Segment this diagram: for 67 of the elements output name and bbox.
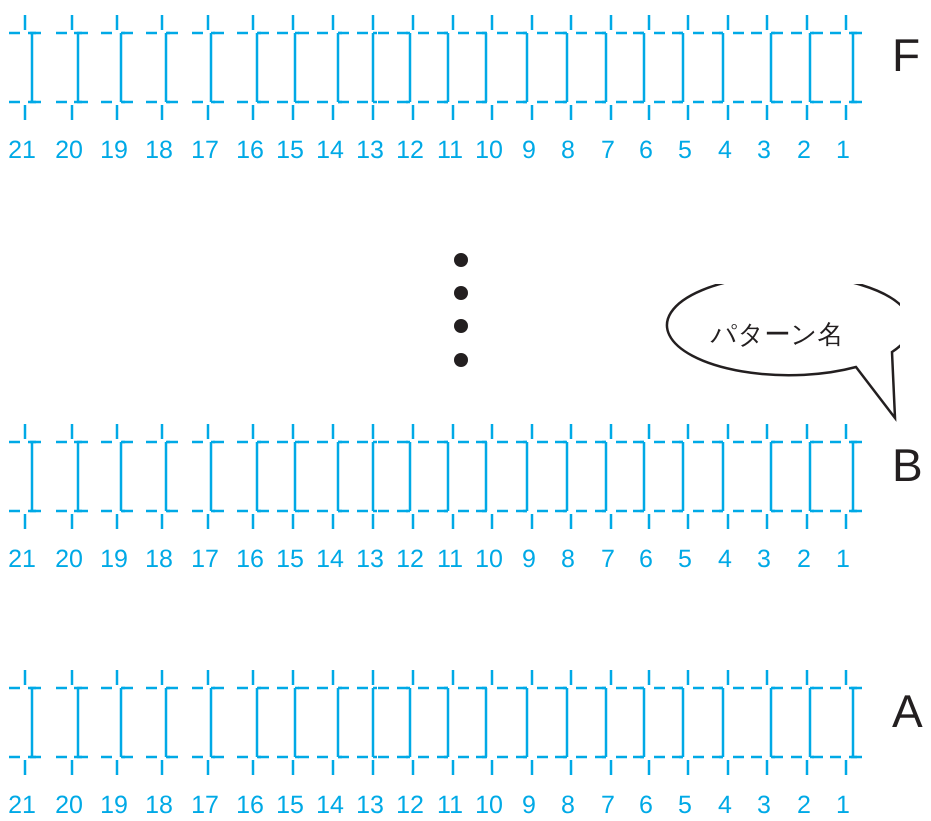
pattern-number: 8 xyxy=(561,135,575,165)
pattern-number: 18 xyxy=(145,135,173,165)
pattern-number: 16 xyxy=(236,135,264,165)
pattern-number: 21 xyxy=(8,544,36,574)
pattern-number: 9 xyxy=(522,790,536,820)
pattern-number: 2 xyxy=(797,790,811,820)
pattern-number: 16 xyxy=(236,544,264,574)
pattern-number: 13 xyxy=(356,135,384,165)
pattern-number: 10 xyxy=(475,135,503,165)
row-letter: F xyxy=(892,30,920,80)
pattern-number: 1 xyxy=(836,544,850,574)
pattern-number: 15 xyxy=(276,790,304,820)
row-letter: A xyxy=(892,686,923,736)
pattern-number: 6 xyxy=(639,790,653,820)
pattern-number: 5 xyxy=(678,790,692,820)
pattern-number: 9 xyxy=(522,135,536,165)
pattern-number: 2 xyxy=(797,135,811,165)
pattern-number: 3 xyxy=(757,544,771,574)
pattern-number: 11 xyxy=(437,135,463,165)
pattern-number: 9 xyxy=(522,544,536,574)
pattern-number: 5 xyxy=(678,544,692,574)
pattern-number: 7 xyxy=(601,135,615,165)
pattern-number: 7 xyxy=(601,790,615,820)
pattern-number: 15 xyxy=(276,135,304,165)
pattern-number: 17 xyxy=(191,544,219,574)
pattern-number: 3 xyxy=(757,135,771,165)
pattern-number: 12 xyxy=(396,135,424,165)
pattern-number: 6 xyxy=(639,135,653,165)
pattern-number: 20 xyxy=(55,790,83,820)
pattern-number: 13 xyxy=(356,790,384,820)
pattern-number: 2 xyxy=(797,544,811,574)
pattern-number: 8 xyxy=(561,544,575,574)
pattern-number: 11 xyxy=(437,544,463,574)
pattern-number: 1 xyxy=(836,790,850,820)
pattern-number: 18 xyxy=(145,790,173,820)
pattern-number: 18 xyxy=(145,544,173,574)
bubble-text: パターン名 xyxy=(710,319,844,351)
pattern-number: 1 xyxy=(836,135,850,165)
pattern-number: 19 xyxy=(100,790,128,820)
pattern-number: 3 xyxy=(757,790,771,820)
pattern-number: 19 xyxy=(100,544,128,574)
pattern-number: 12 xyxy=(396,790,424,820)
pattern-number: 11 xyxy=(437,790,463,820)
pattern-number: 10 xyxy=(475,790,503,820)
pattern-number: 16 xyxy=(236,790,264,820)
pattern-number: 20 xyxy=(55,135,83,165)
pattern-number: 13 xyxy=(356,544,384,574)
pattern-number: 4 xyxy=(718,790,732,820)
pattern-number: 12 xyxy=(396,544,424,574)
pattern-number: 4 xyxy=(718,135,732,165)
pattern-number: 5 xyxy=(678,135,692,165)
pattern-number: 4 xyxy=(718,544,732,574)
row-letter: B xyxy=(892,440,923,490)
pattern-number: 21 xyxy=(8,135,36,165)
pattern-number: 17 xyxy=(191,135,219,165)
pattern-number: 14 xyxy=(316,544,344,574)
pattern-number: 19 xyxy=(100,135,128,165)
pattern-number: 15 xyxy=(276,544,304,574)
pattern-number: 14 xyxy=(316,790,344,820)
pattern-number: 8 xyxy=(561,790,575,820)
pattern-number: 21 xyxy=(8,790,36,820)
pattern-number: 20 xyxy=(55,544,83,574)
pattern-number: 10 xyxy=(475,544,503,574)
pattern-number: 14 xyxy=(316,135,344,165)
pattern-number: 17 xyxy=(191,790,219,820)
pattern-number: 7 xyxy=(601,544,615,574)
pattern-number: 6 xyxy=(639,544,653,574)
